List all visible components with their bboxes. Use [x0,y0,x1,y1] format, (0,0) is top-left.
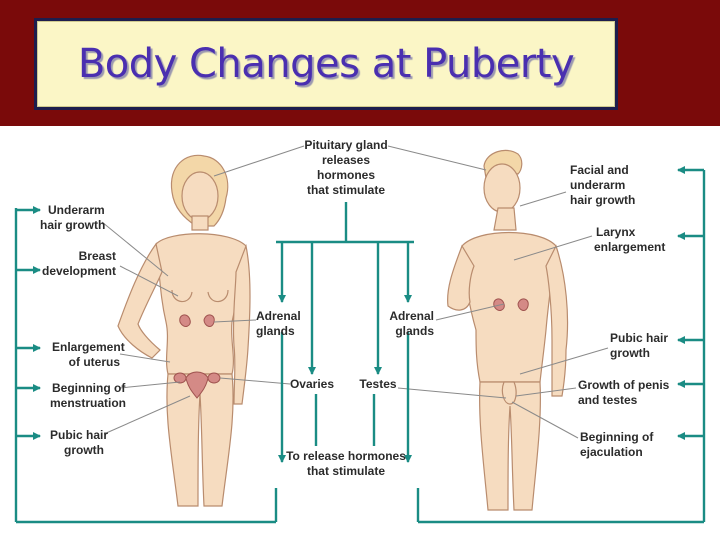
svg-text:Pubic hair: Pubic hair [50,428,108,442]
label-underarm-hair: Underarm hair growth [40,203,105,232]
label-pubic-hair-male: Pubic hair growth [610,331,668,360]
svg-text:hair growth: hair growth [570,193,635,207]
svg-text:Enlargement: Enlargement [52,340,125,354]
svg-text:Pubic hair: Pubic hair [610,331,668,345]
label-breast-development: Breast development [42,249,116,278]
slide-header: Body Changes at Puberty [0,0,720,126]
label-adrenal-left: Adrenal glands [256,309,301,338]
label-ovaries: Ovaries [290,377,334,391]
female-uterus-ovaries [173,371,221,399]
svg-text:development: development [42,264,116,278]
label-adrenal-right: Adrenal glands [389,309,434,338]
svg-text:Beginning of: Beginning of [52,381,126,395]
label-facial-hair: Facial and underarm hair growth [570,163,635,207]
svg-text:Underarm: Underarm [48,203,105,217]
svg-text:glands: glands [256,324,295,338]
svg-text:growth: growth [610,346,650,360]
svg-text:underarm: underarm [570,178,625,192]
hormone-flow-lines [14,166,706,524]
svg-text:Adrenal: Adrenal [256,309,301,323]
label-penis-growth: Growth of penis and testes [578,378,670,407]
female-adrenal-glands [179,314,215,327]
svg-text:Adrenal: Adrenal [389,309,434,323]
svg-text:To release hormones: To release hormones [286,449,406,463]
svg-text:Pituitary gland: Pituitary gland [304,138,387,152]
svg-text:enlargement: enlargement [594,240,665,254]
svg-text:Larynx: Larynx [596,225,636,239]
svg-text:menstruation: menstruation [50,396,126,410]
male-figure [447,149,569,511]
label-pituitary: Pituitary gland releases hormones that s… [304,138,387,197]
label-larynx: Larynx enlargement [594,225,665,254]
page-title: Body Changes at Puberty [77,41,575,87]
svg-text:releases: releases [322,153,370,167]
label-testes: Testes [359,377,396,391]
svg-text:growth: growth [64,443,104,457]
puberty-diagram: Pituitary gland releases hormones that s… [14,138,706,524]
svg-text:Ovaries: Ovaries [290,377,334,391]
svg-text:of uterus: of uterus [69,355,121,369]
label-release-hormones: To release hormones that stimulate [286,449,406,478]
label-menstruation: Beginning of menstruation [50,381,126,410]
svg-text:Facial and: Facial and [570,163,629,177]
svg-text:that stimulate: that stimulate [307,183,385,197]
svg-text:hormones: hormones [317,168,375,182]
label-pubic-hair-female: Pubic hair growth [50,428,108,457]
svg-text:Growth of penis: Growth of penis [578,378,670,392]
svg-text:Beginning of: Beginning of [580,430,654,444]
svg-text:hair growth: hair growth [40,218,105,232]
svg-text:glands: glands [395,324,434,338]
label-ejaculation: Beginning of ejaculation [580,430,654,459]
female-figure [117,154,251,507]
svg-text:Testes: Testes [359,377,396,391]
svg-text:that stimulate: that stimulate [307,464,385,478]
title-box: Body Changes at Puberty [34,18,618,110]
svg-text:Breast: Breast [79,249,116,263]
svg-text:and testes: and testes [578,393,638,407]
svg-text:ejaculation: ejaculation [580,445,643,459]
leader-lines [101,145,609,439]
label-enlargement-uterus: Enlargement of uterus [52,340,125,369]
